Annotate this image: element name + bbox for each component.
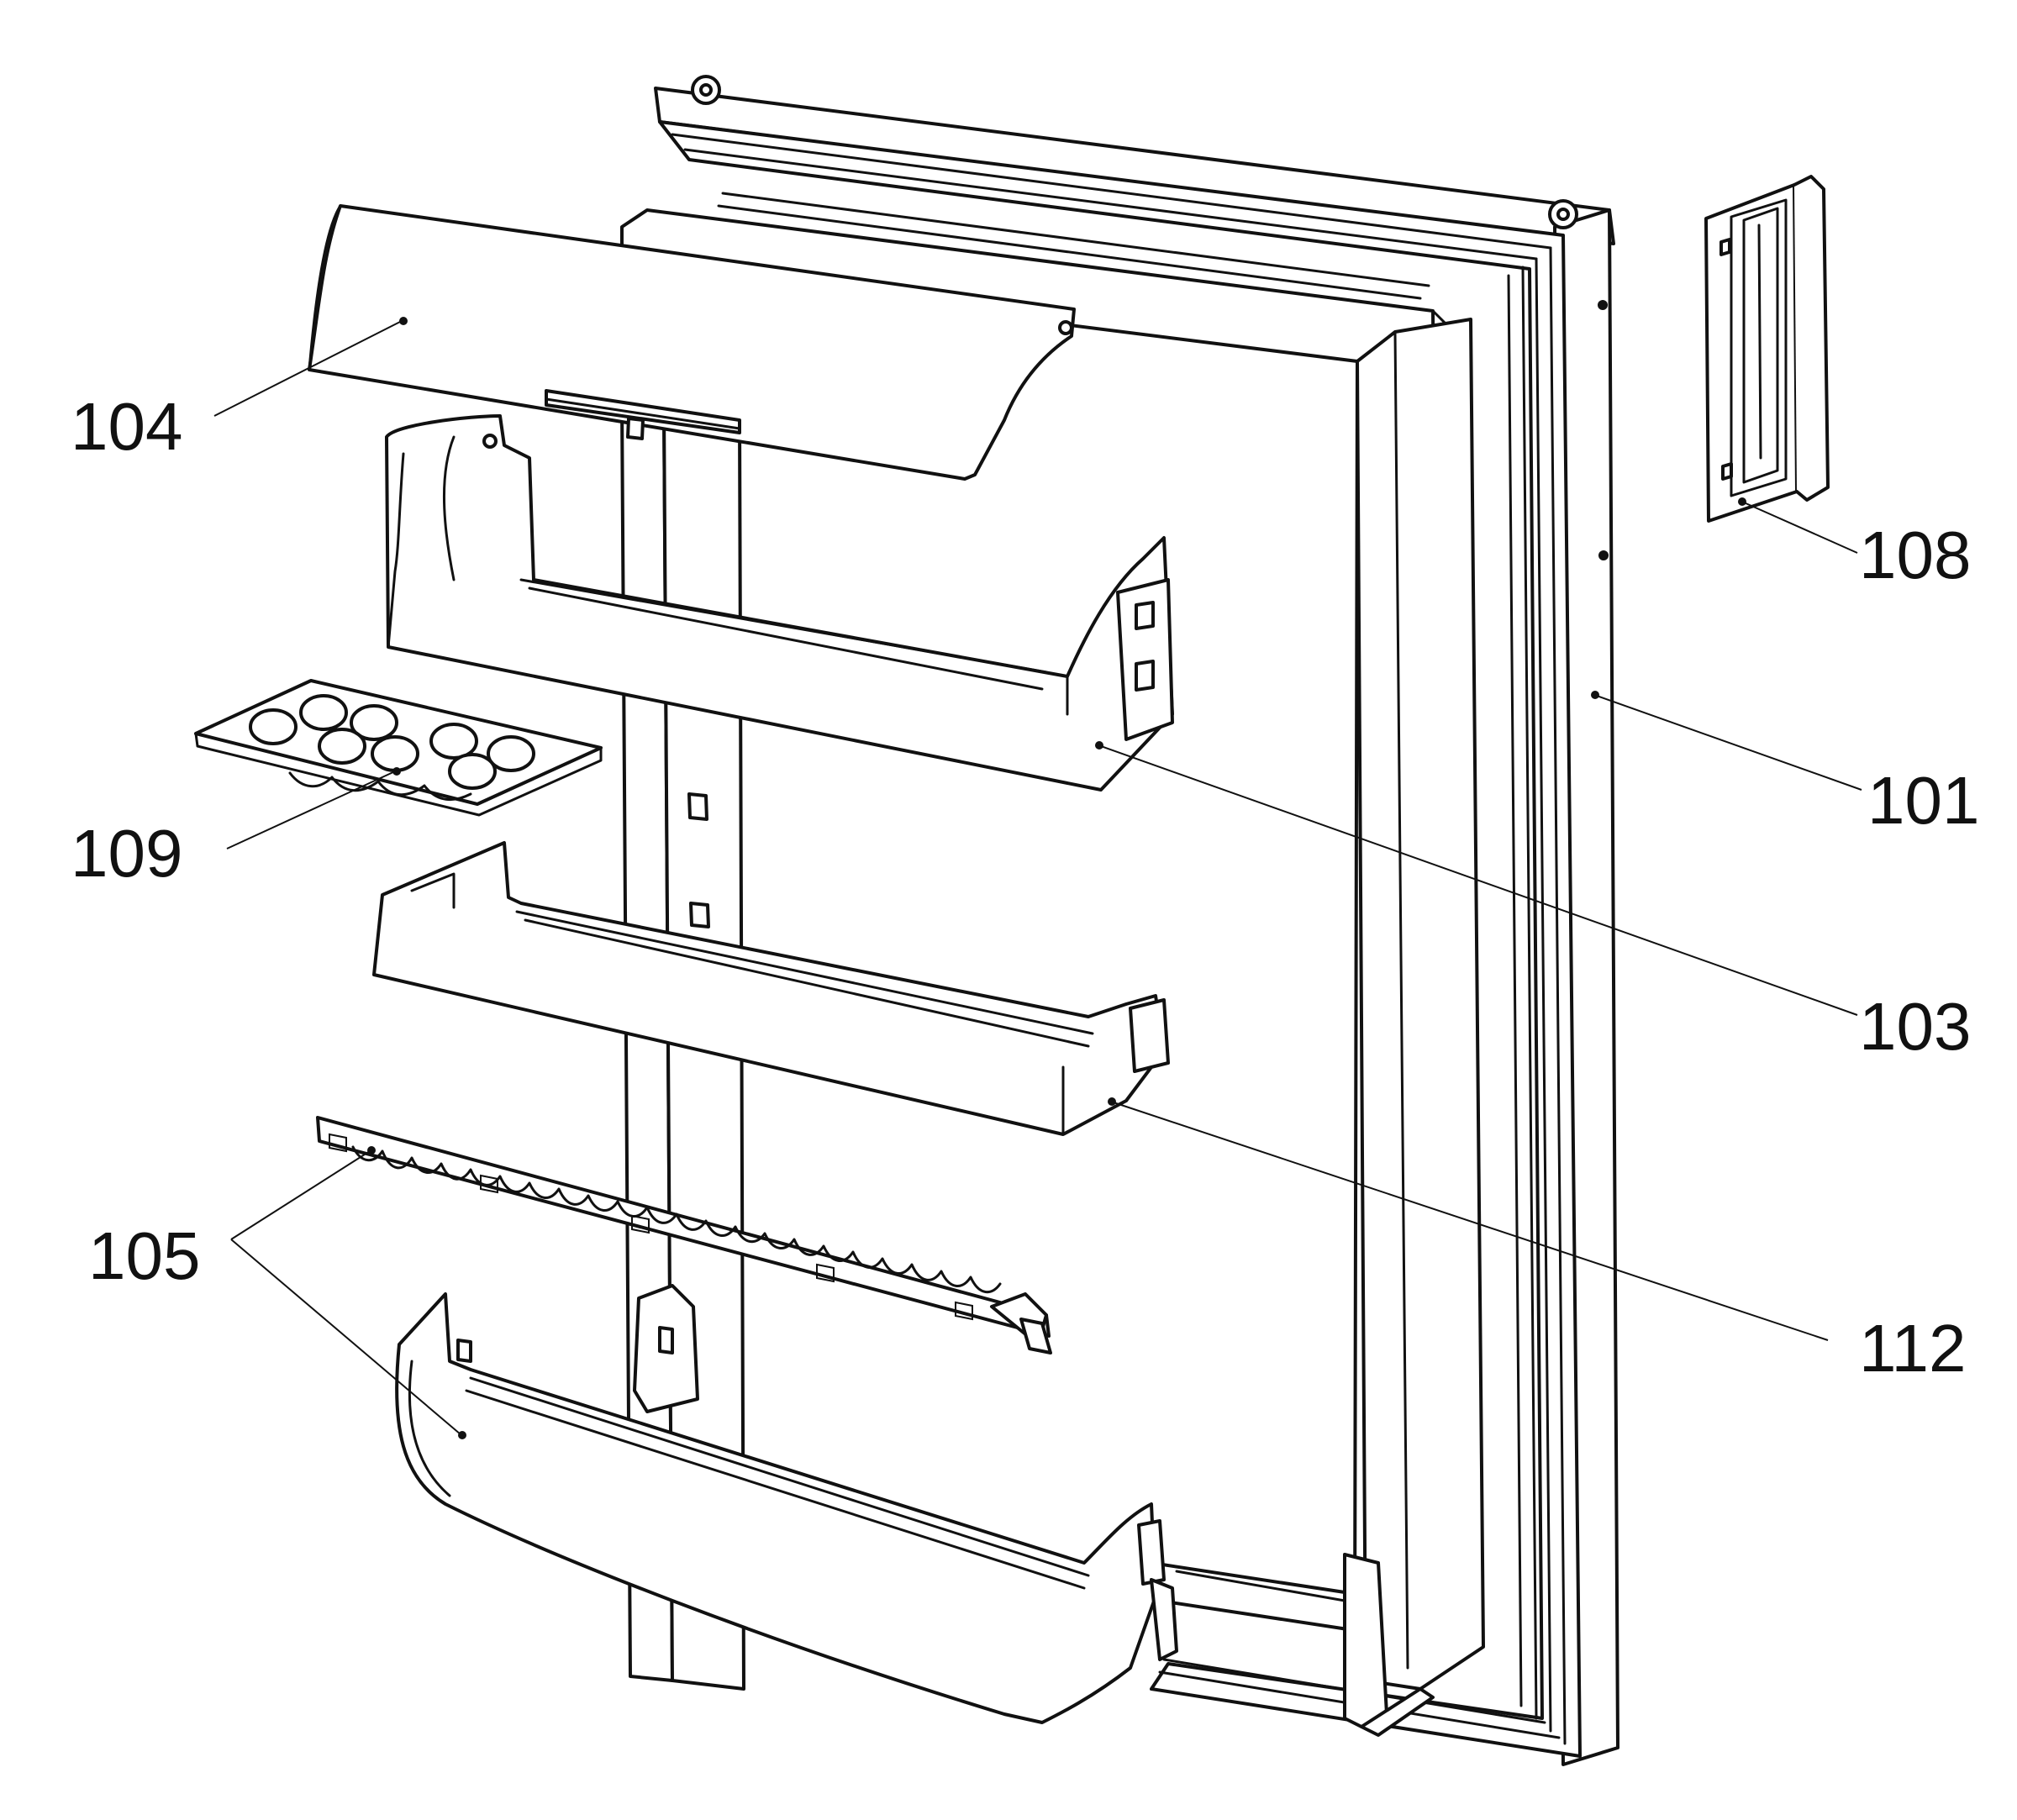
leader-101 bbox=[1596, 695, 1862, 791]
dairy-lid-104 bbox=[308, 204, 1076, 481]
door-handle-108 bbox=[1704, 175, 1830, 523]
callout-103: 103 bbox=[1859, 989, 1972, 1064]
callout-104: 104 bbox=[71, 389, 183, 464]
lower-door-shelf-105 bbox=[395, 1292, 1178, 1724]
bottle-bar-105 bbox=[316, 1116, 1052, 1354]
leader-lines bbox=[213, 317, 1862, 1439]
door-shelf-103 bbox=[385, 414, 1174, 792]
callout-109: 109 bbox=[71, 816, 183, 891]
leader-108 bbox=[1743, 502, 1858, 554]
callout-112: 112 bbox=[1859, 1311, 1967, 1386]
callout-108: 108 bbox=[1859, 518, 1972, 592]
leader-104 bbox=[213, 320, 403, 417]
door-shelf-112 bbox=[372, 841, 1170, 1136]
leader-105-b bbox=[230, 1239, 461, 1435]
callout-105: 105 bbox=[88, 1218, 201, 1293]
leader-112 bbox=[1113, 1102, 1829, 1341]
callout-101: 101 bbox=[1867, 763, 1980, 838]
leader-105-a bbox=[230, 1150, 371, 1240]
leader-103 bbox=[1100, 745, 1858, 1016]
leader-109 bbox=[226, 771, 396, 850]
egg-tray-109 bbox=[194, 679, 603, 817]
